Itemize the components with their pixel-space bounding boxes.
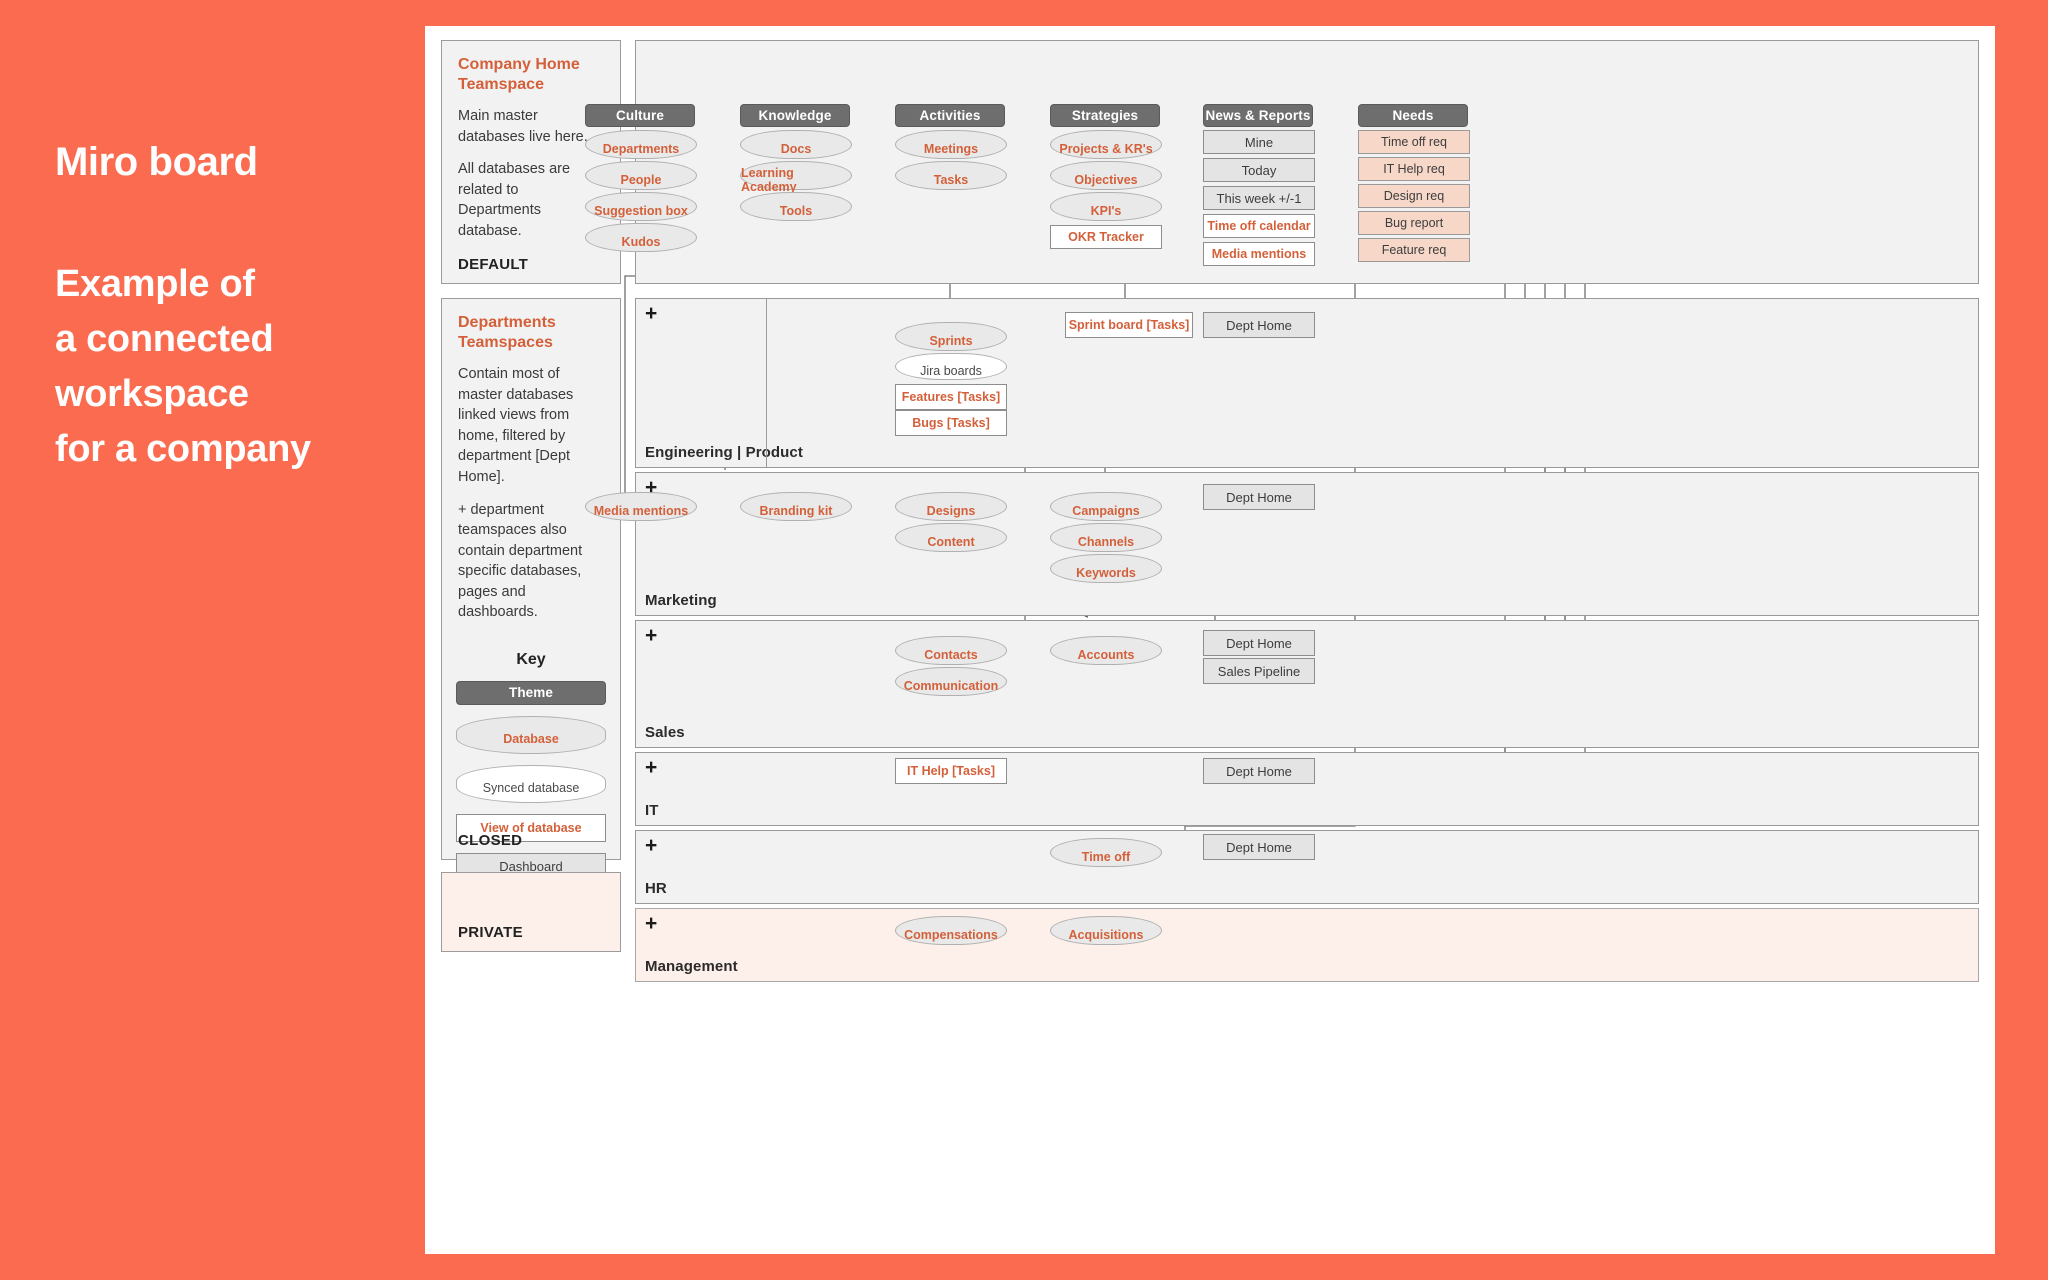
theme-activities[interactable]: Activities bbox=[895, 104, 1005, 127]
db-acquisitions[interactable]: Acquisitions bbox=[1050, 916, 1162, 945]
db-departments[interactable]: Departments bbox=[585, 130, 697, 159]
db-compensations[interactable]: Compensations bbox=[895, 916, 1007, 945]
button-design-req[interactable]: Design req bbox=[1358, 184, 1470, 208]
add-sales-button[interactable]: + bbox=[645, 624, 658, 647]
db-media-mentions[interactable]: Media mentions bbox=[585, 492, 697, 521]
db-kudos[interactable]: Kudos bbox=[585, 223, 697, 252]
add-engineering-button[interactable]: + bbox=[645, 302, 658, 325]
legend-theme: Theme bbox=[456, 680, 606, 705]
db-tools[interactable]: Tools bbox=[740, 192, 852, 221]
board-canvas[interactable]: Company Home Teamspace Main master datab… bbox=[425, 26, 1995, 1254]
db-jira-boards[interactable]: Jira boards bbox=[895, 353, 1007, 380]
dashboard-dept-home-sales[interactable]: Dept Home bbox=[1203, 630, 1315, 656]
panel-title-engineering: Engineering | Product bbox=[645, 444, 803, 461]
note-footer-default: DEFAULT bbox=[458, 256, 529, 273]
db-suggestion-box[interactable]: Suggestion box bbox=[585, 192, 697, 221]
note-paragraph-2: All databases are related to Departments… bbox=[458, 161, 571, 239]
panel-title-it: IT bbox=[645, 802, 659, 819]
panel-title-sales: Sales bbox=[645, 724, 685, 741]
key-title: Key bbox=[516, 650, 546, 668]
panel-title-management: Management bbox=[645, 958, 738, 975]
dashboard-dept-home-marketing[interactable]: Dept Home bbox=[1203, 484, 1315, 510]
dashboard-mine[interactable]: Mine bbox=[1203, 130, 1315, 154]
add-management-button[interactable]: + bbox=[645, 912, 658, 935]
db-sprints[interactable]: Sprints bbox=[895, 322, 1007, 351]
db-contacts[interactable]: Contacts bbox=[895, 636, 1007, 665]
db-projects-krs[interactable]: Projects & KR's bbox=[1050, 130, 1162, 159]
note-footer-closed: CLOSED bbox=[458, 832, 523, 849]
view-it-help-tasks[interactable]: IT Help [Tasks] bbox=[895, 758, 1007, 784]
dashboard-dept-home-hr[interactable]: Dept Home bbox=[1203, 834, 1315, 860]
legend-database: Database bbox=[456, 715, 606, 754]
view-bugs-tasks[interactable]: Bugs [Tasks] bbox=[895, 410, 1007, 436]
db-time-off[interactable]: Time off bbox=[1050, 838, 1162, 867]
dashboard-sales-pipeline[interactable]: Sales Pipeline bbox=[1203, 658, 1315, 684]
dashboard-today[interactable]: Today bbox=[1203, 158, 1315, 182]
legend-synced-database: Synced database bbox=[456, 764, 606, 803]
button-time-off-req[interactable]: Time off req bbox=[1358, 130, 1470, 154]
dashboard-this-week[interactable]: This week +/-1 bbox=[1203, 186, 1315, 210]
db-branding-kit[interactable]: Branding kit bbox=[740, 492, 852, 521]
view-sprint-board-tasks[interactable]: Sprint board [Tasks] bbox=[1065, 312, 1193, 338]
db-accounts[interactable]: Accounts bbox=[1050, 636, 1162, 665]
db-tasks[interactable]: Tasks bbox=[895, 161, 1007, 190]
db-designs[interactable]: Designs bbox=[895, 492, 1007, 521]
legend-view-of-database: View of database bbox=[456, 813, 606, 842]
subtitle-line-3: workspace bbox=[55, 372, 249, 415]
note-company-home[interactable]: Company Home Teamspace Main master datab… bbox=[441, 40, 621, 284]
button-bug-report[interactable]: Bug report bbox=[1358, 211, 1470, 235]
dashboard-dept-home-engineering[interactable]: Dept Home bbox=[1203, 312, 1315, 338]
view-time-off-calendar[interactable]: Time off calendar bbox=[1203, 214, 1315, 238]
add-it-button[interactable]: + bbox=[645, 756, 658, 779]
db-communication[interactable]: Communication bbox=[895, 667, 1007, 696]
view-media-mentions[interactable]: Media mentions bbox=[1203, 242, 1315, 266]
panel-management[interactable]: + Management bbox=[635, 908, 1979, 982]
panel-divider bbox=[766, 299, 767, 467]
dashboard-dept-home-it[interactable]: Dept Home bbox=[1203, 758, 1315, 784]
db-objectives[interactable]: Objectives bbox=[1050, 161, 1162, 190]
view-okr-tracker[interactable]: OKR Tracker bbox=[1050, 225, 1162, 249]
panel-sales[interactable]: + Sales bbox=[635, 620, 1979, 748]
theme-needs[interactable]: Needs bbox=[1358, 104, 1468, 127]
note-private[interactable]: PRIVATE bbox=[441, 872, 621, 952]
note-paragraph-1: Main master databases live here. bbox=[458, 108, 588, 145]
db-kpis[interactable]: KPI's bbox=[1050, 192, 1162, 221]
slide-title-block: Miro board Example of a connected worksp… bbox=[55, 140, 415, 477]
button-it-help-req[interactable]: IT Help req bbox=[1358, 157, 1470, 181]
panel-title-hr: HR bbox=[645, 880, 667, 897]
panel-title-marketing: Marketing bbox=[645, 592, 717, 609]
page-subtitle: Example of a connected workspace for a c… bbox=[55, 257, 415, 477]
page-title: Miro board bbox=[55, 140, 258, 184]
db-campaigns[interactable]: Campaigns bbox=[1050, 492, 1162, 521]
db-meetings[interactable]: Meetings bbox=[895, 130, 1007, 159]
note-heading: Departments Teamspaces bbox=[458, 314, 556, 351]
subtitle-line-2: a connected bbox=[55, 317, 274, 360]
subtitle-line-4: for a company bbox=[55, 428, 311, 471]
note-departments[interactable]: Departments Teamspaces Contain most of m… bbox=[441, 298, 621, 920]
note-paragraph-1: Contain most of master databases linked … bbox=[458, 366, 574, 485]
theme-news-reports[interactable]: News & Reports bbox=[1203, 104, 1313, 127]
theme-strategies[interactable]: Strategies bbox=[1050, 104, 1160, 127]
db-learning-academy[interactable]: Learning Academy bbox=[740, 161, 852, 194]
db-docs[interactable]: Docs bbox=[740, 130, 852, 159]
note-heading: Company Home Teamspace bbox=[458, 56, 580, 93]
db-keywords[interactable]: Keywords bbox=[1050, 554, 1162, 583]
theme-knowledge[interactable]: Knowledge bbox=[740, 104, 850, 127]
view-features-tasks[interactable]: Features [Tasks] bbox=[895, 384, 1007, 410]
db-channels[interactable]: Channels bbox=[1050, 523, 1162, 552]
subtitle-line-1: Example of bbox=[55, 262, 255, 305]
db-people[interactable]: People bbox=[585, 161, 697, 190]
button-feature-req[interactable]: Feature req bbox=[1358, 238, 1470, 262]
add-hr-button[interactable]: + bbox=[645, 834, 658, 857]
theme-culture[interactable]: Culture bbox=[585, 104, 695, 127]
note-paragraph-2: + department teamspaces also contain dep… bbox=[458, 501, 583, 621]
note-footer-private: PRIVATE bbox=[458, 924, 523, 941]
db-content[interactable]: Content bbox=[895, 523, 1007, 552]
